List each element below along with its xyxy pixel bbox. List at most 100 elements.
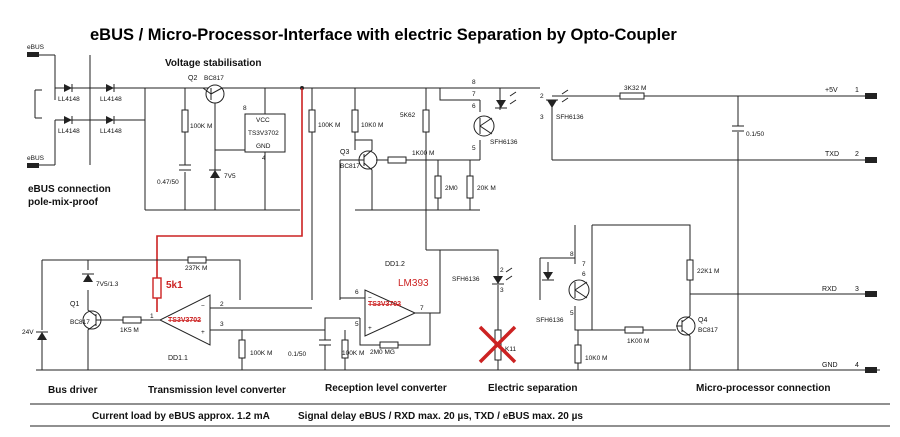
d1-label: LL4148 [58,96,80,103]
opto3-pin7: 7 [582,261,586,268]
terminal-rxd [865,291,877,297]
q1-type: BC817 [70,319,90,326]
d2-label: LL4148 [100,96,122,103]
r-22k1-label: 22K1 M [697,268,719,275]
footer-delay: Signal delay eBUS / RXD max. 20 µs, TXD … [298,411,583,422]
z-7v5-13-label: 7V5/1.3 [96,281,119,288]
r-237k [187,256,207,264]
r-5k1-label: 5k1 [166,280,183,291]
pin-gnd: 4 [855,362,859,369]
diode-d1 [64,84,73,92]
dd12-triangle [364,289,417,337]
q2-type: BC817 [204,75,224,82]
q3-label: Q3 [340,149,349,156]
label-mcu-connection: Micro-processor connection [696,383,830,394]
dd12-type: TS3V3702 [368,301,401,308]
dd12-label: DD1.2 [385,261,405,268]
pin-5v: 1 [855,87,859,94]
ebus-top-label: eBUS [27,44,45,51]
terminal-txd [865,157,877,163]
pin-rxd: 3 [855,286,859,293]
reg-pin8: 8 [243,105,247,112]
dd11-pin2: 2 [220,301,224,308]
r-100k-2-label: 100K M [318,122,340,129]
comparator-dd12: DD1.2 LM393 TS3V3702 − + 6 5 7 2M0 MG 0.… [288,249,441,370]
opto3-transistor [568,279,590,301]
z-7v5-label: 7V5 [224,173,236,180]
dd11-minus: − [201,303,205,310]
sfh-mid-pin3: 3 [500,287,504,294]
zener-7v5-13 [82,273,94,282]
r-2m0-2 [379,341,399,349]
diode-d2 [106,84,115,92]
opto2-led [547,100,557,108]
pin-txd: 2 [855,151,859,158]
zener-7v5 [209,169,221,178]
q2-transistor [205,84,225,104]
r-100k-3-label: 100K M [250,350,272,357]
opto2-pin2: 2 [540,93,544,100]
q2-label: Q2 [188,75,197,82]
dd11-pin3: 3 [220,321,224,328]
r-100k-4-label: 100K M [342,350,364,357]
dd11-triangle [158,294,211,346]
r-1k5-label: 1K5 M [120,327,139,334]
ebus-terminal-top [27,52,39,57]
opto3-type: SFH6136 [536,317,564,324]
q3-type: BC817 [340,163,360,170]
r-100k-1 [181,109,189,133]
r-10k-2 [574,344,582,364]
opto-coupler-1: 8 7 6 5 SFH6136 [439,79,518,160]
mcu-bottom-section: 8 7 6 5 SFH6136 10K0 M 1K00 M 22K1 M Q4 … [536,224,877,373]
r-1k0 [387,156,407,164]
op-amp-dd11: − + TS3V3702 DD1.1 1 2 3 100K M [150,294,360,370]
opto1-type: SFH6136 [490,139,518,146]
mcu-top-section: 2 3 SFH6136 3K32 M 0.1/50 +5V 1 TXD 2 [540,85,877,370]
label-5v: +5V [825,87,838,94]
dd12-plus: + [368,325,372,332]
r-5k62 [422,109,430,133]
dd12-minus: − [368,295,372,302]
r-100k-3 [238,339,246,359]
dd12-new: LM393 [398,278,429,289]
ebus-bottom-label: eBUS [27,155,45,162]
diode-d4 [106,116,115,124]
r-10k-1-label: 10K0 M [361,122,383,129]
reg-type: TS3V3702 [248,130,279,137]
r-3k32 [619,92,645,100]
reg-vcc: VCC [256,117,270,124]
zener-24v [36,331,48,340]
c-01b-label: 0.1/50 [288,351,306,358]
opto1-pin6: 6 [472,103,476,110]
opto1-led [496,100,506,108]
r-3k32-label: 3K32 M [624,85,646,92]
q1-label: Q1 [70,301,79,308]
dd12-pin7: 7 [420,305,424,312]
r-crossed-label: K11 [505,346,516,353]
ebus-bridge: eBUS eBUS LL4148 LL4148 LL4148 LL4148 [27,44,146,210]
r-2m0-1-label: 2M0 [445,185,458,192]
r-1k0b [624,326,644,334]
voltage-stabilisation: Q2 BC817 100K M 0.47/50 7V5 8 VCC TS3V37… [145,75,304,211]
opto3-pin6: 6 [582,271,586,278]
d3-label: LL4148 [58,128,80,135]
r-100k-4 [341,339,349,359]
label-gnd: GND [822,362,838,369]
r-2m0-1 [434,175,442,199]
reg-pin4: 4 [262,155,266,162]
bus-driver: 7V5/1.3 Q1 BC817 1K5 M 24V 237K M [22,256,880,371]
c-047-label: 0.47/50 [157,179,179,186]
label-rxd: RXD [822,286,837,293]
q4-label: Q4 [698,317,707,324]
opto3-pin5: 5 [570,310,574,317]
dd11-label: DD1.1 [168,355,188,362]
sfh-mid-type: SFH6136 [452,276,480,283]
diagram-title: eBUS / Micro-Processor-Interface with el… [90,26,677,44]
dd12-pin6: 6 [355,289,359,296]
r-100k-2 [308,109,316,133]
opto2-pin3: 3 [540,114,544,121]
opto3-pin8: 8 [570,251,574,258]
dd11-plus: + [201,329,205,336]
red-mod-wire [156,88,303,312]
diode-d3 [64,116,73,124]
